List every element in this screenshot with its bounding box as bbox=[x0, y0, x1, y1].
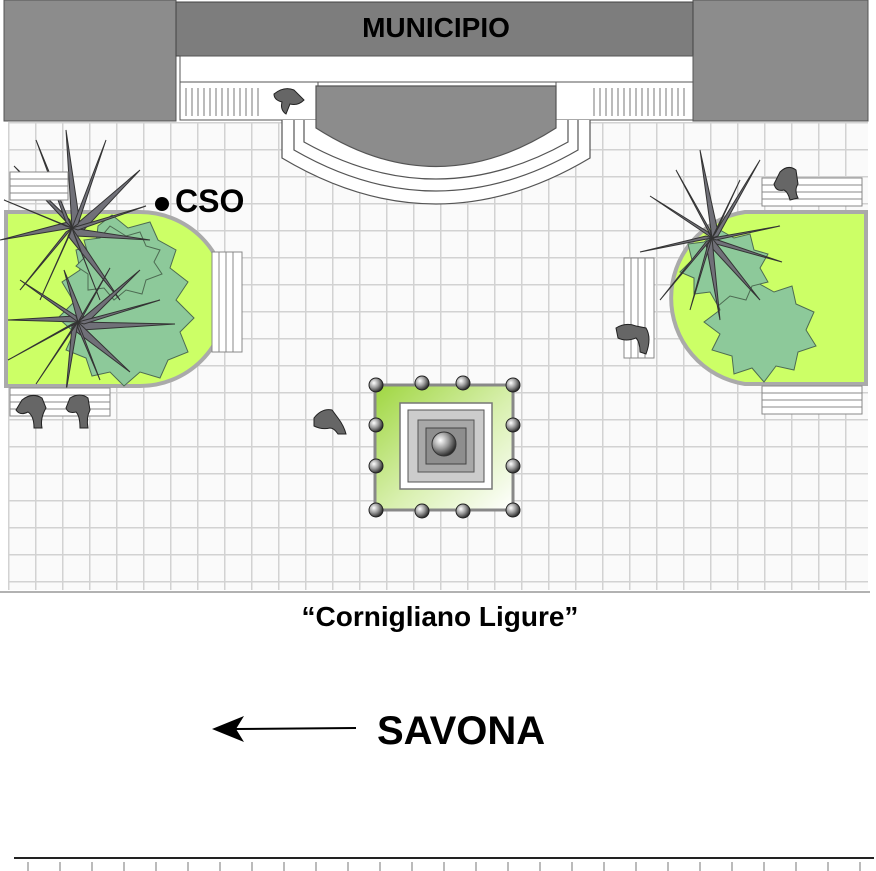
person-icon bbox=[615, 166, 799, 355]
fountain bbox=[368, 375, 521, 519]
left-garden bbox=[0, 129, 243, 429]
direction-indicator: SAVONA bbox=[212, 709, 545, 753]
square-name-label: “Cornigliano Ligure” bbox=[302, 601, 579, 632]
palm-tree-icon bbox=[7, 267, 176, 393]
left-arrow-icon bbox=[212, 716, 357, 742]
cso-label: CSO bbox=[175, 183, 244, 219]
palm-tree-icon bbox=[639, 149, 783, 321]
bench-icon bbox=[9, 171, 243, 417]
municipio-building: MUNICIPIO bbox=[3, 0, 869, 205]
bollard-icon bbox=[368, 375, 521, 519]
savona-label: SAVONA bbox=[377, 709, 545, 753]
person-icon bbox=[273, 88, 347, 435]
cso-marker: CSO bbox=[155, 183, 244, 219]
street-edge bbox=[14, 857, 874, 871]
right-garden bbox=[615, 149, 868, 415]
person-icon bbox=[15, 394, 91, 429]
municipio-label: MUNICIPIO bbox=[362, 12, 510, 43]
